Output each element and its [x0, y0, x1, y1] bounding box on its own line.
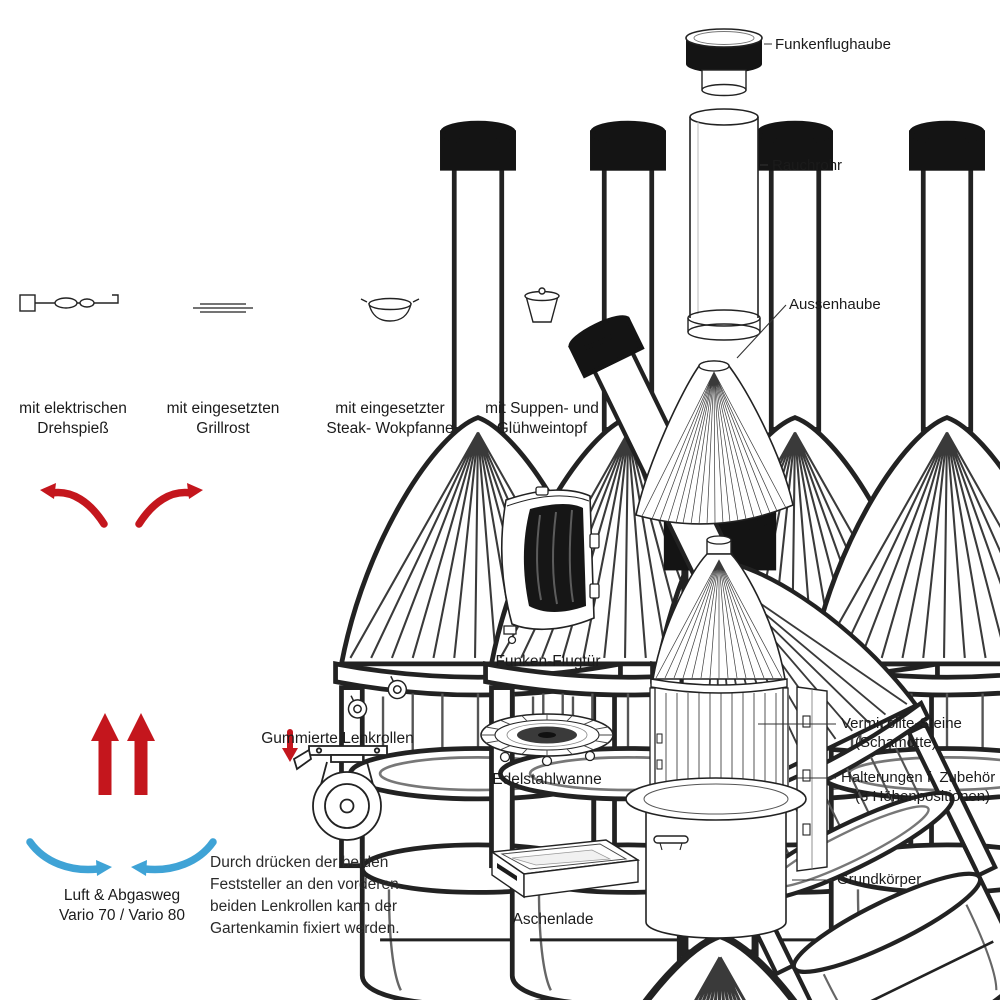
- caption-line: mit Suppen- und: [485, 400, 599, 417]
- label-funkenflughaube: Funkenflughaube: [775, 36, 891, 53]
- fireplace-variant-pot: [524, 122, 1000, 1000]
- vermiculite-stone-wall: [649, 687, 789, 795]
- label-rauchrohr: Rauchrohr: [772, 157, 843, 174]
- caption-line: Drehspieß: [37, 420, 109, 438]
- caption-line: Grillrost: [196, 420, 250, 438]
- ash-drawer-figure: [490, 839, 641, 899]
- caster-detail-figure: [282, 729, 388, 841]
- outer-hood-part: [635, 360, 794, 525]
- body-hood: [650, 535, 788, 694]
- drawer-handle: [497, 863, 517, 881]
- wok-pan-detail: [360, 297, 420, 322]
- caption-casters: Gummierte Lenkrollen: [261, 730, 414, 747]
- caption-line: mit eingesetzten: [166, 400, 280, 417]
- tilted-fireplace-on-casters: [347, 269, 1000, 1000]
- label-aussenhaube: Aussenhaube: [789, 296, 881, 313]
- caption-line: Glühweintopf: [496, 420, 588, 438]
- caster-note: Durch drücken der beiden Feststeller an …: [210, 854, 400, 937]
- caption-airflow: Luft & Abgasweg Vario 70 / Vario 80: [36, 886, 208, 927]
- brake-press-arrow: [282, 729, 298, 762]
- caption-ash-drawer: Aschenlade: [512, 911, 594, 928]
- caption-line: Vario 70 / Vario 80: [58, 907, 186, 925]
- soup-pot-detail: [524, 287, 560, 323]
- exhaust-arrows: [40, 483, 203, 795]
- caster-wheels: [347, 675, 408, 719]
- caption-line: Luft & Abgasweg: [63, 887, 181, 904]
- steel-tray-figure: [480, 713, 614, 767]
- caption-line: Steak- Wokpfanne: [326, 420, 454, 438]
- label-line: (Schamotte): [855, 733, 937, 751]
- caption-steel-tray: Edelstahlwanne: [492, 771, 602, 788]
- exploded-view: [625, 28, 836, 939]
- caption-variant-grillrost: mit eingesetzten Grillrost: [158, 399, 288, 440]
- label-line: Halterungen f. Zubehör: [841, 769, 996, 786]
- smoke-pipe-part: [687, 108, 761, 341]
- caption-line: mit elektrischen: [19, 400, 127, 417]
- spark-door-figure: [500, 486, 600, 645]
- label-line: (3 Höhenpositionen): [855, 787, 991, 805]
- caption-line: mit eingesetzter: [335, 400, 445, 417]
- fireplace-variant-rotisserie: [19, 122, 622, 1000]
- accessory-rail-panel: [796, 686, 828, 872]
- caption-variant-wok: mit eingesetzter Steak- Wokpfanne: [315, 399, 465, 440]
- main-body-part: [625, 535, 828, 939]
- caption-variant-rotisserie: mit elektrischen Drehspieß: [8, 399, 138, 440]
- caption-variant-pot: mit Suppen- und Glühweintopf: [472, 399, 612, 440]
- airflow-fireplace: [26, 483, 932, 1000]
- fireplace-variant-wok: [360, 122, 939, 1000]
- label-vermicolite: Vermicolite-Steine (Schamotte): [841, 715, 962, 753]
- grill-grate-detail: [193, 303, 253, 313]
- base-body: [625, 777, 807, 939]
- rotisserie-detail: [19, 294, 119, 312]
- air-intake-arrows: [26, 838, 217, 876]
- label-grundkoerper: Grundkörper: [837, 871, 922, 888]
- label-line: Vermicolite-Steine: [841, 715, 962, 732]
- spark-hood-part: [685, 28, 763, 97]
- leader-lines: [736, 43, 836, 881]
- brake-lever: [292, 748, 313, 771]
- label-halterungen: Halterungen f. Zubehör (3 Höhenpositione…: [841, 769, 995, 807]
- caption-spark-door: Funken-Flugtür: [495, 653, 601, 670]
- fireplace-variant-grillrost: [193, 122, 772, 1000]
